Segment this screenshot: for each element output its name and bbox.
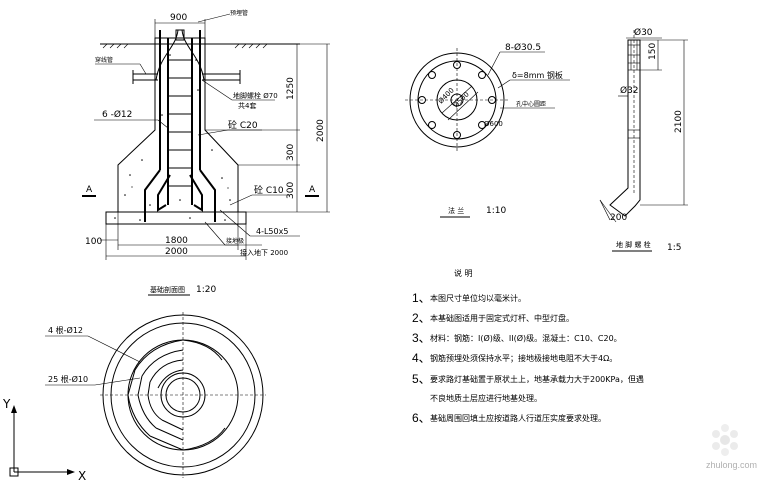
anchor-bolt-detail: Ø30 150 2100 Ø32 200 地 脚 螺 栓 1:5: [599, 27, 688, 253]
anchor-dim-d30: Ø30: [634, 27, 653, 38]
note-1-text: 本图尺寸单位均以毫米计。: [430, 293, 526, 303]
label-conduit: 穿线管: [95, 56, 113, 64]
note-6-number: 6、: [412, 411, 431, 425]
flange-scale: 1:10: [486, 206, 506, 216]
ground-hatch: [102, 43, 268, 49]
note-5-text: 要求路灯基础置于原状土上，地基承载力大于200KPa，但遇: [430, 374, 644, 384]
note-4-number: 4、: [412, 351, 431, 365]
watermark-text: zhulong.com: [706, 460, 757, 470]
dim-100: 100: [85, 237, 102, 247]
dim-300a: 300: [286, 144, 296, 161]
dim-1250: 1250: [286, 77, 296, 100]
elevation-title: 基础剖面图: [150, 285, 185, 294]
anchor-dim-150: 150: [648, 43, 658, 60]
note-1-number: 1、: [412, 291, 431, 305]
foundation-plan: 4 根-Ø12 25 根-Ø10: [45, 312, 266, 478]
anchor-dim-d32: Ø32: [620, 85, 639, 96]
axis-y-label: Y: [2, 397, 11, 411]
rebar-ties: [168, 59, 192, 187]
section-mark-left: A: [86, 185, 93, 195]
label-concrete-c10: 砼 C10: [254, 184, 284, 196]
anchor-scale: 1:5: [667, 243, 681, 253]
anchor-title: 地 脚 螺 栓: [616, 240, 651, 249]
flange-title: 法 兰: [448, 206, 464, 215]
note-5-continued: 不良地质土层应进行地基处理。: [430, 393, 542, 403]
label-anchor-bolt-count: 共4套: [238, 101, 256, 110]
flange-center-label: 孔中心圆距: [516, 100, 546, 108]
axis-x-label: X: [78, 469, 86, 483]
note-3-number: 3、: [412, 331, 431, 345]
dim-1800: 1800: [165, 236, 188, 246]
label-angle-steel: 4-L50x5: [256, 227, 288, 236]
design-notes: 说 明 1、 本图尺寸单位均以毫米计。 2、 本基础图适用于固定式灯杆、中型灯盘…: [412, 268, 644, 425]
note-3-text: 材料：钢筋：I(Ø)级、II(Ø)级。混凝土：C10、C20。: [430, 333, 622, 343]
flange-plate-thickness: δ=8mm 钢板: [512, 70, 563, 80]
label-anchor-bolt: 地脚螺栓 Ø70: [233, 91, 278, 100]
flange-dim-600: Ø600: [484, 120, 503, 128]
elevation-scale: 1:20: [196, 285, 216, 295]
flange-holes-label: 8-Ø30.5: [505, 42, 541, 53]
dim-2000-vertical: 2000: [316, 119, 326, 142]
note-6-text: 基础周围回填土应按道路人行道压实度要求处理。: [430, 413, 606, 423]
dim-top-width: 900: [170, 13, 187, 23]
plan-label-ties: 25 根-Ø10: [48, 374, 88, 384]
note-2-text: 本基础图适用于固定式灯杆、中型灯盘。: [430, 313, 574, 323]
label-top-pipe: 预埋管: [230, 9, 248, 17]
note-4-text: 钢筋预埋处须保持水平；接地极接地电阻不大于4Ω。: [430, 353, 617, 363]
anchor-dim-2100: 2100: [674, 110, 684, 133]
flange-bolt-holes: [418, 61, 496, 139]
note-5-number: 5、: [412, 372, 431, 386]
concrete-hatch: [114, 54, 231, 221]
foundation-elevation: A A 900 1250 300 300 2000 1800 2000 100 …: [82, 9, 330, 296]
label-rebar: 6 -Ø12: [102, 109, 132, 120]
section-mark-right: A: [309, 185, 316, 195]
watermark-logo: [712, 424, 738, 456]
plan-spiral-ties: [127, 339, 226, 451]
notes-title: 说 明: [454, 268, 473, 278]
label-concrete-c20: 砼 C20: [228, 119, 258, 131]
note-2-number: 2、: [412, 311, 431, 325]
label-ground-depth: 接入地下 2000: [240, 248, 288, 257]
label-ground-rod: 接地极: [226, 237, 244, 245]
dim-300b: 300: [286, 182, 296, 199]
dim-2000-bottom: 2000: [165, 247, 188, 257]
plan-label-rings: 4 根-Ø12: [48, 325, 83, 335]
flange-plate: Ø400 Ø500 Ø600 8-Ø30.5 δ=8mm 钢板 孔中心圆距 法 …: [405, 42, 570, 218]
anchor-dim-200: 200: [610, 213, 627, 223]
ucs-axes: Y X: [2, 397, 86, 483]
